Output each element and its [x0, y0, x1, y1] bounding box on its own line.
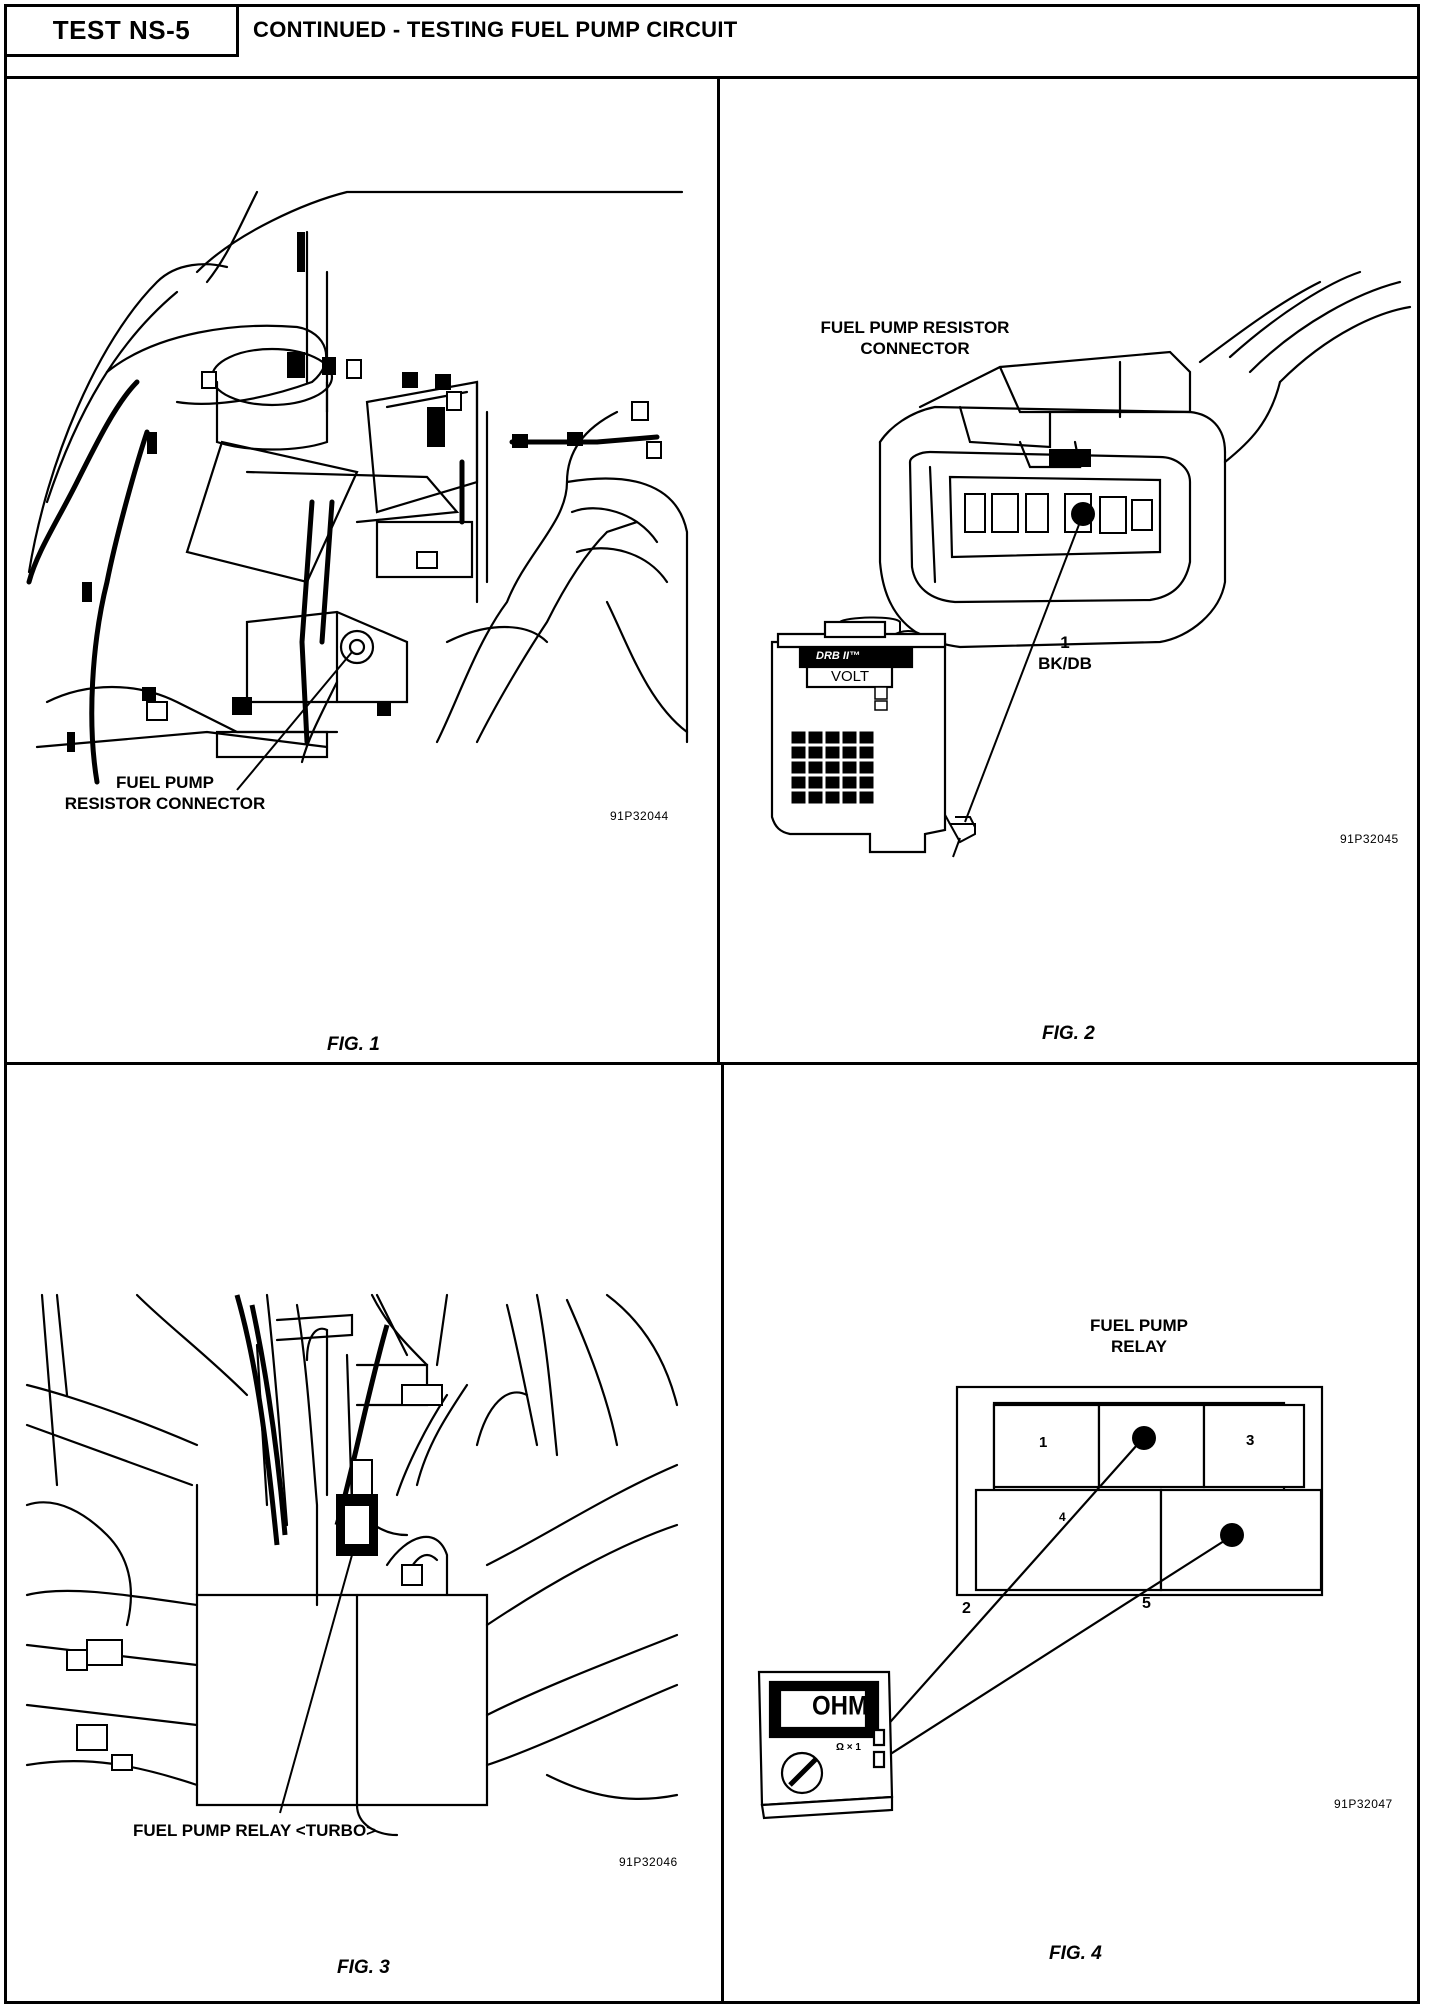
svg-text:Ω × 1: Ω × 1 — [836, 1742, 861, 1753]
fig1-caption: FIG. 1 — [327, 1034, 380, 1055]
fig3-caption: FIG. 3 — [337, 1957, 390, 1978]
fig2-label-line1: FUEL PUMP RESISTOR — [820, 318, 1010, 337]
fig4-label-line2: RELAY — [1110, 1337, 1168, 1356]
cavity-3-label: 3 — [1246, 1432, 1255, 1449]
relay-location-illustration — [25, 1293, 679, 1837]
fig2-caption: FIG. 2 — [1042, 1023, 1095, 1044]
fig1-label-line2: RESISTOR CONNECTOR — [64, 794, 266, 813]
fig3-label: FUEL PUMP RELAY <TURBO> — [133, 1821, 377, 1840]
wire-color: BK/DB — [1038, 654, 1092, 673]
cavity-4-label: 4 — [1059, 1510, 1066, 1524]
test-id: TEST NS-5 — [7, 7, 239, 57]
pin-number: 1 — [1060, 633, 1070, 652]
figure-1-panel: FUEL PUMP RESISTOR CONNECTOR 91P32044 FI… — [7, 82, 717, 1062]
fig4-caption: FIG. 4 — [1049, 1943, 1102, 1964]
figure-2-panel: DRB II™ VOLT FUEL PUMP RESISTOR CONNECTO… — [720, 82, 1420, 1062]
figure-3-panel: FUEL PUMP RELAY <TURBO> 91P32046 FIG. 3 — [7, 1065, 721, 2005]
engine-bay-illustration — [26, 190, 689, 791]
fig4-label-line1: FUEL PUMP — [1090, 1316, 1188, 1335]
wire-5-label: 5 — [1142, 1595, 1151, 1612]
fig2-label: FUEL PUMP RESISTOR CONNECTOR — [790, 317, 1040, 359]
fig2-code: 91P32045 — [1340, 832, 1399, 846]
wire-2-label: 2 — [962, 1600, 971, 1617]
column-divider-top — [717, 79, 720, 1062]
fig1-label: FUEL PUMP RESISTOR CONNECTOR — [35, 772, 295, 814]
fig1-code: 91P32044 — [610, 809, 669, 823]
column-divider-bottom — [721, 1065, 724, 2004]
cavity-1-label: 1 — [1039, 1434, 1048, 1451]
row-divider — [7, 1062, 1417, 1065]
page-title: CONTINUED - TESTING FUEL PUMP CIRCUIT — [253, 17, 738, 42]
pin-label: 1 BK/DB — [1030, 632, 1100, 674]
meter-display: OHM — [812, 1691, 868, 1722]
fig3-code: 91P32046 — [619, 1855, 678, 1869]
tester-display: VOLT — [830, 668, 870, 685]
resistor-connector-illustration — [770, 270, 1412, 858]
header: TEST NS-5 CONTINUED - TESTING FUEL PUMP … — [7, 7, 1417, 79]
fig2-label-line2: CONNECTOR — [860, 339, 970, 358]
fig1-label-line1: FUEL PUMP — [116, 773, 214, 792]
relay-ohm-test-illustration: Ω × 1 — [757, 1385, 1324, 1820]
fig4-label: FUEL PUMP RELAY — [1069, 1315, 1209, 1357]
tester-brand: DRB II™ — [816, 650, 860, 662]
fig4-code: 91P32047 — [1334, 1797, 1393, 1811]
page: TEST NS-5 CONTINUED - TESTING FUEL PUMP … — [4, 4, 1420, 2004]
figure-4-panel: Ω × 1 OHM FUEL PUMP RELAY 1 3 4 2 5 91P3… — [724, 1065, 1420, 2005]
